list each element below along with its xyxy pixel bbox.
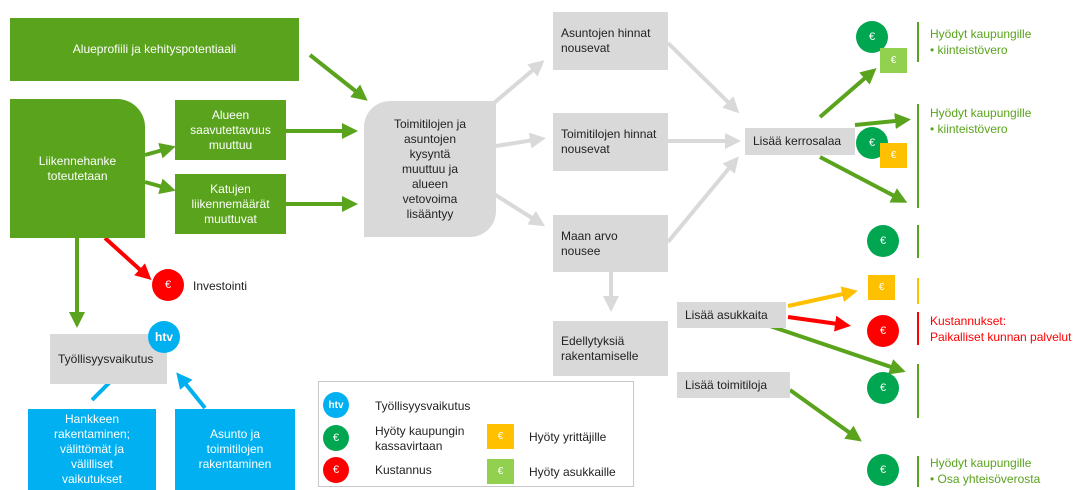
- arrow-kysynta-to-maan: [492, 192, 546, 227]
- kysynta-box: Toimitilojen ja asuntojen kysyntä muuttu…: [364, 101, 496, 237]
- arrow-maan-to-kerrosala: [666, 156, 739, 244]
- legend-hyoty-kaupungin-label: Hyöty kaupungin kassavirtaan: [375, 424, 465, 453]
- bar-hyodyt2: [917, 104, 919, 208]
- arrow-kerrosala-to-hyodyt2: [854, 113, 911, 129]
- arrow-kysynta-to-toimitilojen: [495, 132, 546, 149]
- arrow-toimitiloja-to-hyodyt3: [788, 388, 862, 442]
- bar-kustannukset: [917, 312, 919, 345]
- edellytyksia-box: Edellytyksiä rakentamiselle: [553, 321, 668, 376]
- legend-hyoty-asukkaille-label: Hyöty asukkaille: [529, 465, 616, 479]
- euro-cost-icon: €: [152, 269, 184, 301]
- saavutettavuus-box: Alueen saavutettavuus muuttuu: [175, 100, 286, 160]
- hyodyt3-title: Hyödyt kaupungille: [930, 456, 1032, 470]
- legend: htv Työllisyysvaikutus € Hyöty kaupungin…: [318, 381, 634, 487]
- bar-hyodyt-lower: [917, 225, 919, 258]
- euro-entrepreneur-icon: €: [868, 275, 895, 300]
- legend-htv-label: Työllisyysvaikutus: [375, 399, 471, 413]
- legend-euro-resident-icon: €: [487, 459, 514, 484]
- maan-arvo-box: Maan arvo nousee: [553, 215, 668, 272]
- legend-euro-cost-icon: €: [323, 457, 349, 483]
- bar-hyodyt1: [917, 22, 919, 62]
- arrow-liikenne-to-katujen: [144, 178, 176, 195]
- htv-icon: htv: [148, 321, 180, 353]
- arrow-liikenne-to-saavutettavuus: [144, 142, 176, 159]
- legend-htv-icon: htv: [323, 392, 349, 418]
- euro-city-icon: €: [867, 225, 899, 257]
- hankkeen-rakentaminen-box: Hankkeen rakentaminen; välittömät ja väl…: [28, 409, 156, 490]
- kustannukset-title: Kustannukset:: [930, 314, 1007, 328]
- euro-entrepreneur-icon: €: [880, 143, 907, 168]
- bar-hyodyt3: [917, 456, 919, 487]
- legend-hyoty-yrittajille-label: Hyöty yrittäjille: [529, 430, 607, 444]
- arrow-kerrosala-to-hyodyt1: [818, 68, 877, 119]
- arrow-kerrosala-to-hyodyt-lower: [819, 155, 908, 203]
- hyodyt2-item: • kiinteistövero: [930, 122, 1008, 136]
- euro-city-icon: €: [856, 21, 888, 53]
- arrow-asukkaita-to-ostovoima: [787, 286, 858, 308]
- hyodyt1-title: Hyödyt kaupungille: [930, 27, 1032, 41]
- euro-city-icon: €: [867, 372, 899, 404]
- euro-resident-icon: €: [880, 48, 907, 73]
- alueprofiili-box: Alueprofiili ja kehityspotentiaali: [10, 18, 299, 81]
- legend-euro-city-icon: €: [323, 425, 349, 451]
- arrow-asukkaita-to-kustannukset: [787, 315, 851, 332]
- bar-ostovoima: [917, 278, 919, 304]
- lisaa-asukkaita-box: Lisää asukkaita: [677, 302, 786, 328]
- toimitilojen-hinnat-box: Toimitilojen hinnat nousevat: [553, 113, 668, 171]
- arrow-asukkaita-to-hyodyt3: [769, 324, 906, 375]
- asuntojen-hinnat-box: Asuntojen hinnat nousevat: [553, 12, 668, 70]
- euro-city-icon: €: [867, 454, 899, 486]
- asunto-rakentaminen-box: Asunto ja toimitilojen rakentaminen: [175, 409, 295, 490]
- hyodyt3-item: • Osa yhteisöverosta: [930, 472, 1041, 486]
- arrow-alueprofiili-to-kysynta: [308, 53, 368, 101]
- legend-euro-entrepreneur-icon: €: [487, 424, 514, 449]
- lisaa-toimitiloja-box: Lisää toimitiloja: [677, 372, 790, 398]
- kustannukset-item: Paikalliset kunnan palvelut: [930, 330, 1072, 344]
- investointi-label: Investointi: [193, 279, 248, 293]
- hyodyt2-title: Hyödyt kaupungille: [930, 106, 1032, 120]
- tyollisyysvaikutus-box: Työllisyysvaikutus: [50, 334, 167, 384]
- arrow-kysynta-to-asuntojen: [492, 60, 545, 105]
- legend-kustannus-label: Kustannus: [375, 463, 432, 477]
- arrow-liikenne-to-investointi: [103, 236, 152, 281]
- euro-cost-icon: €: [867, 315, 899, 347]
- lisaa-kerrosalaa-box: Lisää kerrosalaa: [745, 128, 855, 155]
- arrow-asunto-to-tyollisyys: [176, 372, 207, 410]
- arrow-asuntojen-to-kerrosala: [666, 41, 740, 114]
- hyodyt1-item: • kiinteistövero: [930, 43, 1008, 57]
- katujen-box: Katujen liikennemäärät muuttuvat: [175, 174, 286, 234]
- liikennehanke-box: Liikennehanke toteutetaan: [10, 99, 145, 238]
- bar-hyodyt3a: [917, 364, 919, 418]
